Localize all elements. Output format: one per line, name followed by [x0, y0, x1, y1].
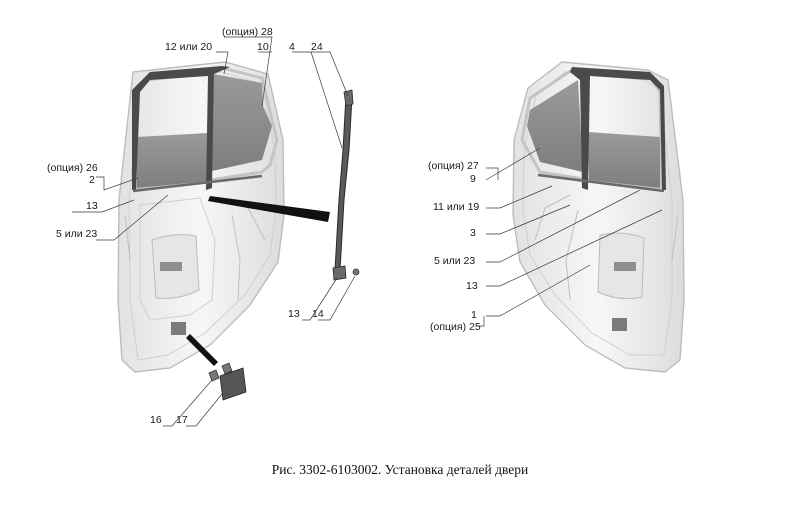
- right-door-ribs: [534, 194, 679, 301]
- label-option-26: (опция) 26: [47, 162, 98, 174]
- left-belt-seal: [132, 174, 263, 193]
- label-16: 16: [150, 414, 162, 426]
- label-9: 9: [470, 173, 476, 185]
- label-13-channel: 13: [288, 308, 300, 320]
- label-2: 2: [89, 174, 95, 186]
- right-door: [512, 61, 685, 373]
- run-channel-body: [334, 95, 353, 271]
- right-speaker-grille: [614, 262, 636, 271]
- label-option-25: (опция) 25: [430, 321, 481, 333]
- label-1: 1: [471, 309, 477, 321]
- right-glass: [588, 132, 660, 188]
- screw-14: [352, 268, 360, 276]
- label-14: 14: [312, 308, 324, 320]
- figure-caption: Рис. 3302-6103002. Установка деталей две…: [272, 462, 529, 477]
- vent-cap-assembly: [208, 362, 247, 401]
- label-3: 3: [470, 227, 476, 239]
- vent-cap-17: [219, 367, 247, 401]
- clip-16: [208, 369, 220, 382]
- clip-16b: [221, 362, 233, 375]
- leader-lines: [72, 36, 663, 427]
- label-12-or-20: 12 или 20: [165, 41, 212, 53]
- label-5-or-23-right: 5 или 23: [434, 255, 475, 267]
- left-door: [117, 61, 285, 373]
- left-glass-run-seal: [132, 66, 230, 190]
- label-option-28: (опция) 28: [222, 26, 273, 38]
- pointer-arrow-glass-run: [208, 196, 330, 222]
- pointer-arrow-vent: [186, 334, 218, 366]
- callout-labels: (опция) 28 12 или 20 10 4 24 (опция) 26 …: [47, 26, 481, 426]
- left-speaker-grille: [160, 262, 182, 271]
- left-glass: [137, 133, 209, 188]
- label-13-left: 13: [86, 200, 98, 212]
- label-13-right: 13: [466, 280, 478, 292]
- left-vent-glass: [212, 74, 272, 171]
- label-11-or-19: 11 или 19: [433, 201, 479, 213]
- run-channel-bottom-bracket: [332, 265, 347, 281]
- run-channel-part-4: [332, 89, 360, 281]
- label-option-27: (опция) 27: [428, 160, 479, 172]
- label-17: 17: [176, 414, 188, 426]
- right-glass-run-seal: [570, 67, 666, 190]
- right-belt-seal: [537, 173, 665, 193]
- right-vent-glass: [527, 80, 583, 172]
- right-vent-grille: [612, 318, 627, 331]
- label-4: 4: [289, 41, 295, 53]
- left-vent-grille: [171, 322, 186, 335]
- label-24: 24: [311, 41, 323, 53]
- run-channel-top-bracket: [343, 89, 354, 107]
- label-10: 10: [257, 41, 269, 53]
- left-door-lower-panel: [139, 197, 216, 321]
- label-5-or-23-left: 5 или 23: [56, 228, 97, 240]
